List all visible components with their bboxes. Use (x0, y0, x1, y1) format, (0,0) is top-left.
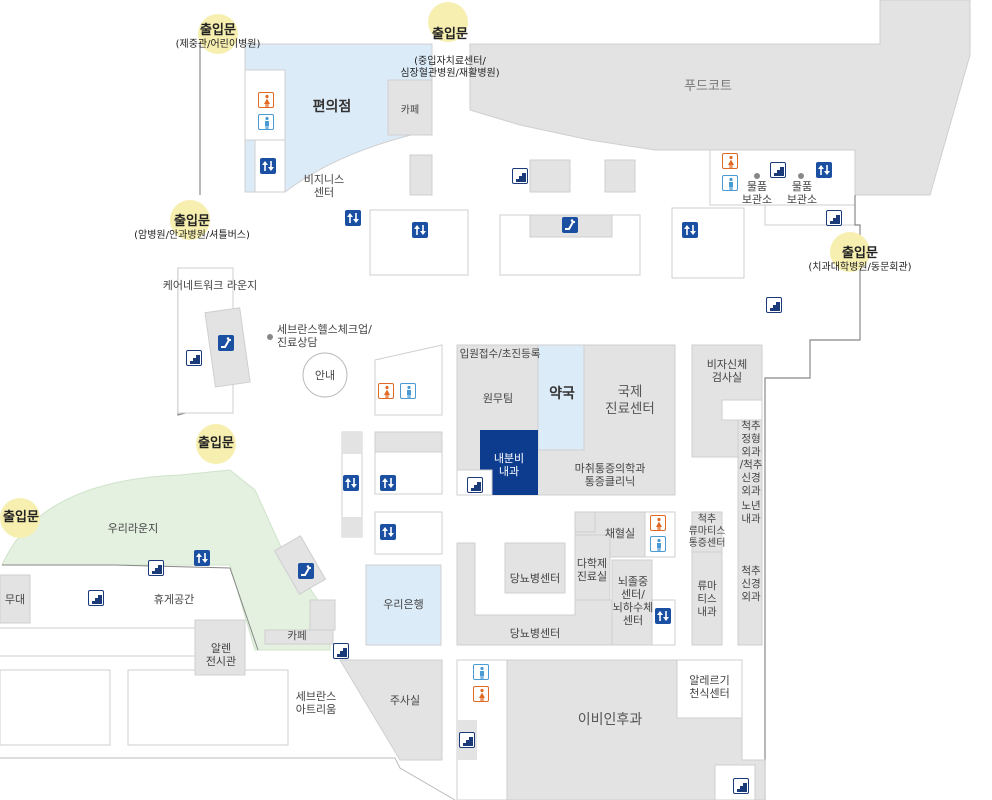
room-diabetes-2[interactable]: 당뇨병센터 (509, 627, 561, 640)
stairs-icon (766, 297, 782, 313)
restroom-men-icon (650, 536, 666, 552)
elevator-icon (345, 210, 361, 226)
room-woori-lounge[interactable]: 우리라운지 (107, 522, 159, 535)
elevator-icon (682, 222, 698, 238)
room-spine-ortho[interactable]: 척추 정형 외과 /척추 신경 외과 (739, 420, 763, 497)
elevator-icon (380, 475, 396, 491)
luggage-pin (798, 173, 804, 179)
room-allergy[interactable]: 알레르기 천식센터 (689, 674, 730, 700)
restroom-women-icon (722, 153, 738, 169)
restroom-men-icon (400, 383, 416, 399)
entrance-dot-far-left (0, 498, 40, 538)
entrance-left-upper[interactable]: 출입문 (암병원/안과병원/셔틀버스) (118, 214, 266, 242)
room-luggage-2[interactable]: 물품 보관소 (786, 180, 818, 206)
room-wonmu[interactable]: 원무팀 (482, 392, 514, 405)
room-nonpay[interactable]: 비자신체 검사실 (706, 358, 748, 384)
stairs-icon (148, 560, 164, 576)
room-stroke[interactable]: 뇌졸중 센터/ 뇌하수체 센터 (612, 575, 654, 627)
entrance-right[interactable]: 출입문 (치과대학병원/동문회관) (790, 246, 930, 274)
room-spine-neuro[interactable]: 척추 신경 외과 (741, 565, 761, 603)
room-blood[interactable]: 채혈실 (604, 527, 636, 540)
room-rest-area[interactable]: 휴게공간 (153, 593, 195, 606)
stairs-icon (826, 210, 842, 226)
entrance-subtitle: (치과대학병원/동문회관) (808, 262, 912, 273)
stairs-icon (512, 168, 528, 184)
elevator-icon (343, 475, 359, 491)
entrance-dot-top-center (428, 2, 468, 42)
entrance-title: 출입문 (200, 23, 236, 38)
room-ent[interactable]: 이비인후과 (577, 712, 643, 728)
stairs-icon (770, 162, 786, 178)
entrance-top-center[interactable]: 출입문 (중입자치료센터/ 심장혈관병원/재활병원) (385, 14, 515, 93)
elevator-icon (380, 524, 396, 540)
entrance-center[interactable]: 출입문 (190, 436, 242, 452)
entrance-subtitle: (제중관/어린이병원) (175, 39, 261, 50)
ent-area (339, 659, 443, 761)
restroom-women-icon (258, 92, 274, 108)
room-endoscopy[interactable]: 내분비 내과 (493, 452, 525, 478)
entrance-subtitle: (암병원/안과병원/셔틀버스) (134, 230, 250, 241)
stairs-icon (459, 732, 475, 748)
room-rheum-center[interactable]: 척추 류마티스 통증센터 (688, 514, 726, 549)
entrance-dot-top-left (198, 14, 238, 54)
entrance-far-left[interactable]: 출입문 (0, 510, 42, 526)
room-multi[interactable]: 다학제 진료실 (576, 557, 608, 583)
room-reception[interactable]: 입원접수/초진등록 (459, 348, 541, 360)
entrance-dot-left-upper (170, 200, 210, 240)
room-stage[interactable]: 무대 (4, 593, 26, 606)
restroom-men-icon (258, 114, 274, 130)
room-convenience-store[interactable]: 편의점 (312, 99, 352, 115)
room-atrium[interactable]: 세브란스 아트리움 (295, 690, 337, 716)
room-info[interactable]: 안내 (314, 369, 336, 382)
entrance-subtitle: (중입자치료센터/ 심장혈관병원/재활병원) (400, 56, 500, 79)
room-injection[interactable]: 주사실 (389, 694, 421, 707)
entrance-title: 출입문 (174, 214, 210, 229)
restroom-women-icon (378, 383, 394, 399)
room-woori-bank[interactable]: 우리은행 (383, 598, 424, 611)
stairs-icon (333, 643, 349, 659)
escalator-icon (298, 563, 314, 579)
restroom-women-icon (650, 515, 666, 531)
elevator-icon (816, 162, 832, 178)
checkup-pin (267, 334, 273, 340)
entrance-top-left[interactable]: 출입문 (제중관/어린이병원) (158, 23, 278, 51)
entrance-title: 출입문 (432, 27, 468, 42)
entrance-title: 출입문 (3, 510, 39, 525)
room-international[interactable]: 국제 진료센터 (605, 384, 655, 417)
restroom-men-icon (722, 175, 738, 191)
room-rheum[interactable]: 류마 티스 내과 (697, 580, 717, 618)
elevator-icon (412, 222, 428, 238)
room-luggage-1[interactable]: 물품 보관소 (741, 180, 773, 206)
room-care-network[interactable]: 케어네트워크 라운지 (162, 279, 258, 292)
luggage-pin (754, 173, 760, 179)
room-food-court[interactable]: 푸드코트 (684, 79, 732, 94)
room-diabetes-1[interactable]: 당뇨병센터 (509, 572, 561, 585)
elevator-icon (655, 608, 671, 624)
restroom-men-icon (473, 664, 489, 680)
elevator-icon (260, 158, 276, 174)
room-cafe-top[interactable]: 카페 (400, 105, 420, 116)
room-pain[interactable]: 마취통증의학과 통증클리닉 (574, 462, 646, 488)
room-allen[interactable]: 알렌 전시관 (205, 642, 237, 668)
entrance-title: 출입문 (842, 246, 878, 261)
elevator-icon (194, 550, 210, 566)
entrance-title: 출입문 (198, 436, 234, 451)
escalator-icon (562, 217, 578, 233)
entrance-dot-right (830, 232, 870, 272)
room-geriatric[interactable]: 노년 내과 (741, 500, 761, 525)
stairs-icon (733, 778, 749, 794)
stairs-icon (88, 590, 104, 606)
room-pharmacy[interactable]: 약국 (549, 386, 575, 402)
room-health-checkup[interactable]: 세브란스헬스체크업/ 진료상담 (277, 323, 372, 349)
room-business-center[interactable]: 비지니스 센터 (303, 173, 345, 199)
room-cafe-bottom[interactable]: 카페 (287, 630, 307, 642)
restroom-women-icon (473, 686, 489, 702)
entrance-dot-center (196, 424, 236, 464)
right-wall (764, 195, 861, 800)
stairs-icon (467, 477, 483, 493)
stairs-icon (186, 350, 202, 366)
escalator-icon (218, 335, 234, 351)
